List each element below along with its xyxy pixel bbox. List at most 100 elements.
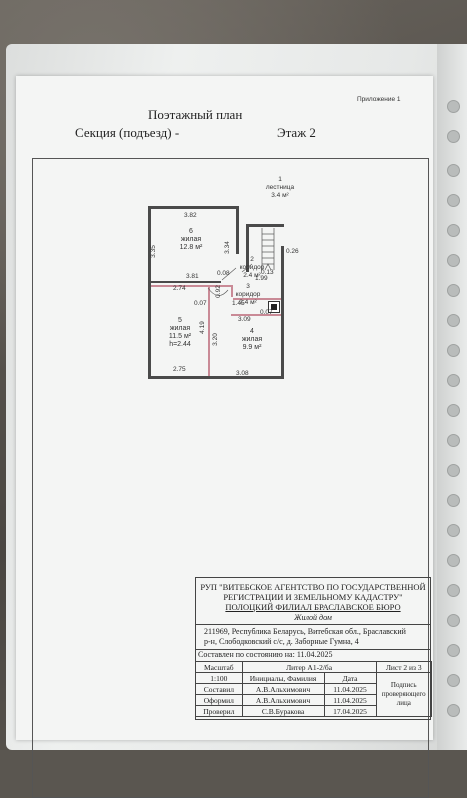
room-3-area: 2.4 м² bbox=[239, 299, 257, 306]
row3-date: 17.04.2025 bbox=[323, 705, 377, 717]
room-2-num: 2 bbox=[250, 256, 254, 263]
punch-hole bbox=[447, 524, 460, 537]
punch-hole bbox=[447, 554, 460, 567]
document-page: Приложение 1 Поэтажный план Секция (подъ… bbox=[16, 76, 433, 798]
dim-label: 0.07 bbox=[194, 300, 207, 307]
room-6-label: 6 жилая 12.8 м² bbox=[166, 228, 216, 252]
room-3-num: 3 bbox=[246, 283, 250, 290]
dim-label: 1.99 bbox=[255, 275, 268, 282]
liter-cell: Литер А1-2/ба bbox=[241, 661, 377, 673]
dim-label: 3.82 bbox=[184, 212, 197, 219]
dim-label: 3.08 bbox=[236, 370, 249, 377]
room-3-name: коридор bbox=[235, 291, 261, 298]
sheets-total: 3 bbox=[417, 662, 422, 672]
punch-hole bbox=[447, 584, 460, 597]
stamp-table: Масштаб Литер А1-2/ба Лист 2 из 3 1:100 … bbox=[195, 661, 432, 717]
org-line-2: РЕГИСТРАЦИИ И ЗЕМЕЛЬНОМУ КАДАСТРУ" bbox=[223, 592, 403, 602]
punch-hole bbox=[447, 434, 460, 447]
row2-name: А.В.Альхимович bbox=[241, 694, 325, 706]
row2-role: Оформил bbox=[195, 694, 243, 706]
dim-label: 0.92 bbox=[214, 285, 222, 298]
sheet-cell: Лист 2 из 3 bbox=[375, 661, 432, 673]
room-4-num: 4 bbox=[250, 328, 254, 335]
object-type: Жилой дом bbox=[294, 613, 332, 622]
binder-strip bbox=[437, 44, 467, 750]
plan-title: Поэтажный план bbox=[148, 107, 243, 122]
punch-hole bbox=[447, 344, 460, 357]
punch-hole bbox=[447, 130, 460, 143]
liter-value: А1-2/ба bbox=[307, 662, 333, 672]
dim-label: 3.81 bbox=[186, 273, 199, 280]
stove-symbol bbox=[268, 301, 280, 313]
room-2-name: коридор bbox=[239, 264, 265, 271]
row1-name: А.В.Альхимович bbox=[241, 683, 325, 695]
dim-label: 0.08 bbox=[217, 270, 230, 277]
room-5-label: 5 жилая 11.5 м² h=2.44 bbox=[160, 317, 200, 349]
dim-label: 3.20 bbox=[211, 333, 219, 346]
punch-hole bbox=[447, 404, 460, 417]
dim-label: 1.45 bbox=[232, 300, 245, 307]
room-5-height: h=2.44 bbox=[169, 341, 191, 348]
punch-hole bbox=[447, 614, 460, 627]
room-1-label: 1 лестница 3.4 м² bbox=[252, 176, 308, 200]
org-line-3: ПОЛОЦКИЙ ФИЛИАЛ БРАСЛАВСКОЕ БЮРО bbox=[225, 602, 401, 612]
room-2-area: 2.4 м² bbox=[243, 272, 261, 279]
row3-name: С.В.Буракова bbox=[241, 705, 325, 717]
room-6-area: 12.8 м² bbox=[179, 244, 203, 251]
punch-hole bbox=[447, 644, 460, 657]
punch-hole bbox=[447, 164, 460, 177]
dim-label: 3.34 bbox=[223, 241, 231, 254]
punch-hole bbox=[447, 254, 460, 267]
dim-label: 3.09 bbox=[238, 316, 251, 323]
scale-label: Масштаб bbox=[195, 661, 243, 673]
punch-hole bbox=[447, 224, 460, 237]
room-4-area: 9.9 м² bbox=[242, 344, 262, 351]
room-2-label: 2 коридор 2.4 м² bbox=[232, 256, 272, 280]
liter-label: Литер bbox=[286, 662, 306, 672]
scale-value: 1:100 bbox=[195, 672, 243, 684]
room-6-name: жилая bbox=[180, 236, 202, 243]
room-1-area: 3.4 м² bbox=[271, 192, 289, 199]
state-as-of: Составлен по состоянию на: 11.04.2025 bbox=[198, 650, 333, 659]
room-5-area: 11.5 м² bbox=[168, 333, 192, 340]
punch-hole bbox=[447, 100, 460, 113]
dim-label: 2.75 bbox=[173, 366, 186, 373]
col-date: Дата bbox=[323, 672, 377, 684]
punch-hole bbox=[447, 284, 460, 297]
of-label: из bbox=[409, 662, 417, 672]
room-5-num: 5 bbox=[178, 317, 182, 324]
room-1-num: 1 bbox=[278, 176, 282, 183]
room-6-num: 6 bbox=[189, 228, 193, 235]
room-3-label: 3 коридор 2.4 м² bbox=[228, 283, 268, 307]
door-arcs bbox=[221, 263, 253, 281]
punch-hole bbox=[447, 704, 460, 717]
dim-label: 0.13 bbox=[261, 269, 274, 276]
row2-date: 11.04.2025 bbox=[323, 694, 377, 706]
org-line-1: РУП "ВИТЕБСКОЕ АГЕНТСТВО ПО ГОСУДАРСТВЕН… bbox=[200, 582, 426, 592]
punch-hole bbox=[447, 374, 460, 387]
punch-hole bbox=[447, 494, 460, 507]
punch-hole bbox=[447, 194, 460, 207]
col-initials: Инициалы, Фамилия bbox=[241, 672, 325, 684]
dim-label: 2.74 bbox=[173, 285, 186, 292]
staircase-symbol bbox=[261, 228, 275, 271]
dim-label: 3.35 bbox=[149, 245, 157, 258]
dim-label: 0.07 bbox=[260, 309, 273, 316]
dim-label: 0.26 bbox=[286, 248, 299, 255]
floor-plan: 1 лестница 3.4 м² 6 жилая 12.8 м² 2 кори… bbox=[16, 76, 433, 476]
punch-hole bbox=[447, 464, 460, 477]
col-signature: Подпись проверяющего лица bbox=[375, 672, 432, 717]
row3-role: Проверил bbox=[195, 705, 243, 717]
room-1-name: лестница bbox=[265, 184, 295, 191]
room-4-name: жилая bbox=[241, 336, 263, 343]
row1-date: 11.04.2025 bbox=[323, 683, 377, 695]
room-5-name: жилая bbox=[169, 325, 191, 332]
section-label: Секция (подъезд) - bbox=[75, 125, 180, 140]
title-block: РУП "ВИТЕБСКОЕ АГЕНТСТВО ПО ГОСУДАРСТВЕН… bbox=[195, 577, 432, 720]
row1-role: Составил bbox=[195, 683, 243, 695]
appendix-label: Приложение 1 bbox=[357, 96, 401, 103]
room-4-label: 4 жилая 9.9 м² bbox=[232, 328, 272, 352]
dim-label: 4.19 bbox=[198, 321, 206, 334]
address-line-1: 211969, Республика Беларусь, Витебская о… bbox=[204, 627, 406, 636]
sheet-label: Лист bbox=[385, 662, 402, 672]
